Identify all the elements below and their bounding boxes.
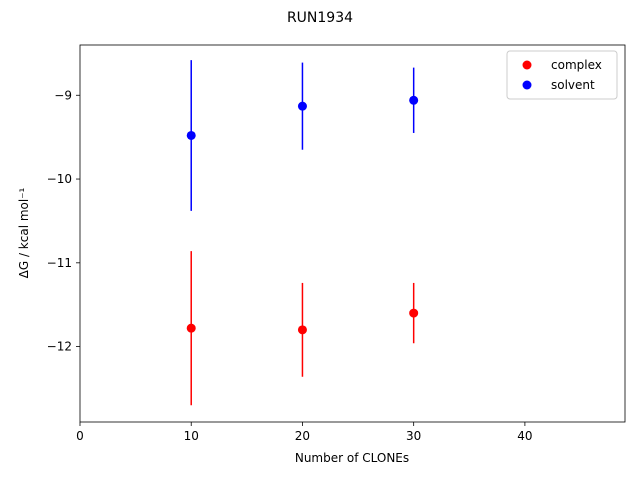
x-tick-label: 20 bbox=[295, 429, 310, 443]
legend-box bbox=[506, 50, 618, 100]
legend-marker-solvent bbox=[522, 80, 532, 90]
x-tick-label: 0 bbox=[76, 429, 84, 443]
axes-frame bbox=[79, 44, 626, 423]
y-tick-label: −11 bbox=[47, 256, 72, 270]
chart-title: RUN1934 bbox=[287, 10, 353, 26]
x-tick-label: 40 bbox=[517, 429, 532, 443]
axes: 0 10 20 30 40 −12 −11 −10 −9 bbox=[47, 44, 626, 443]
legend-marker-complex bbox=[522, 60, 532, 70]
y-tick-label: −10 bbox=[47, 172, 72, 186]
complex-point bbox=[297, 325, 307, 335]
plot-area bbox=[80, 45, 625, 422]
legend: complex solvent bbox=[506, 50, 618, 100]
y-tick-label: −12 bbox=[47, 340, 72, 354]
y-tick-label: −9 bbox=[54, 88, 72, 102]
solvent-point bbox=[297, 101, 307, 111]
x-tick-label: 30 bbox=[406, 429, 421, 443]
y-axis-label: ΔG / kcal mol⁻¹ bbox=[17, 187, 31, 278]
complex-point bbox=[186, 323, 196, 333]
legend-label-solvent: solvent bbox=[551, 78, 595, 92]
complex-point bbox=[409, 308, 419, 318]
x-tick-label: 10 bbox=[184, 429, 199, 443]
data-marks bbox=[186, 60, 419, 406]
x-axis-label: Number of CLONEs bbox=[295, 451, 409, 465]
legend-label-complex: complex bbox=[551, 58, 602, 72]
solvent-point bbox=[409, 95, 419, 105]
solvent-point bbox=[186, 130, 196, 140]
